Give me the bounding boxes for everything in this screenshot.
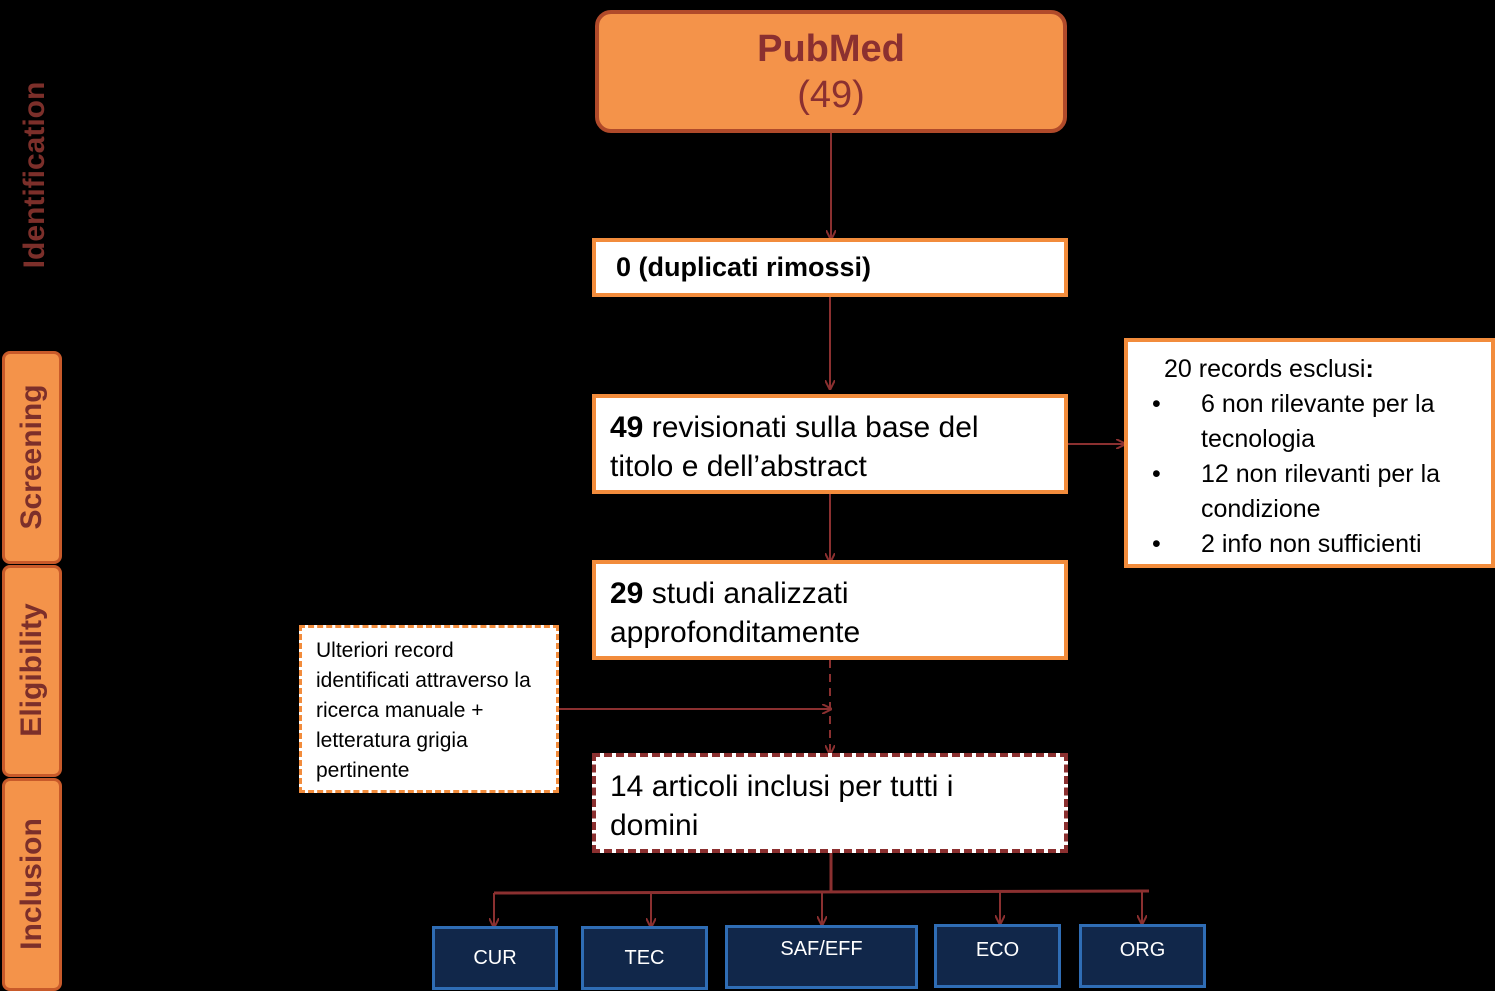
excluded-reason-technology: 6 non rilevante per la tecnologia: [1138, 387, 1481, 457]
analyzed-text: studi analizzati approfonditamente: [610, 577, 861, 649]
pubmed-source-box: PubMed (49): [595, 10, 1067, 133]
screened-box: 49 revisionati sulla base del titolo e d…: [592, 394, 1068, 494]
included-box: 14 articoli inclusi per tutti i domini: [592, 753, 1068, 853]
domain-cur-box: CUR: [432, 926, 558, 990]
phase-eligibility-tab: [2, 565, 62, 777]
additional-records-box: Ulteriori record identificati attraverso…: [299, 625, 559, 793]
duplicates-text: 0 (duplicati rimossi): [616, 252, 872, 282]
domain-bus: [493, 889, 1150, 895]
domain-saf-eff-box: SAF/EFF: [725, 925, 918, 989]
included-text: 14 articoli inclusi per tutti i domini: [610, 770, 954, 842]
excluded-reason-condition: 12 non rilevanti per la condizione: [1138, 457, 1481, 527]
domain-eco-box: ECO: [934, 924, 1061, 988]
phase-screening-label: Screening: [15, 384, 48, 530]
screened-text: revisionati sulla base del titolo e dell…: [610, 411, 979, 483]
phase-identification-label: Identification: [18, 81, 51, 269]
excluded-reason-info: 2 info non sufficienti: [1138, 527, 1481, 562]
duplicates-box: 0 (duplicati rimossi): [592, 238, 1068, 297]
phase-inclusion-tab: [2, 778, 62, 991]
additional-records-text: Ulteriori record identificati attraverso…: [316, 639, 531, 782]
domain-org-box: ORG: [1079, 924, 1206, 988]
source-count: (49): [797, 73, 865, 116]
phase-eligibility-label: Eligibility: [15, 603, 48, 737]
domain-tec-box: TEC: [581, 926, 708, 990]
excluded-reasons-list: 6 non rilevante per la tecnologia 12 non…: [1138, 387, 1481, 562]
excluded-box: 20 records esclusi: 6 non rilevante per …: [1124, 338, 1495, 568]
excluded-title: 20 records esclusi:: [1164, 355, 1374, 383]
analyzed-box: 29 studi analizzati approfonditamente: [592, 560, 1068, 660]
source-name: PubMed: [757, 27, 905, 70]
analyzed-number: 29: [610, 577, 644, 610]
phase-screening-tab: [2, 351, 62, 564]
screened-number: 49: [610, 411, 644, 444]
phase-inclusion-label: Inclusion: [15, 818, 48, 950]
